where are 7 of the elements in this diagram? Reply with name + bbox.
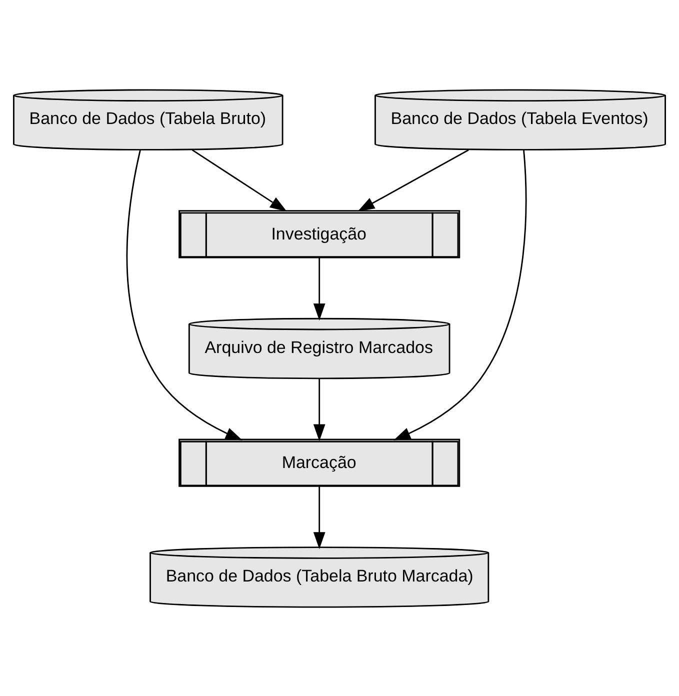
arrow [313, 486, 326, 549]
arrow [313, 378, 326, 441]
arrow [192, 148, 287, 212]
arrow [358, 148, 469, 211]
arrow [394, 149, 527, 440]
arrow [313, 257, 326, 320]
arrow [126, 149, 243, 440]
